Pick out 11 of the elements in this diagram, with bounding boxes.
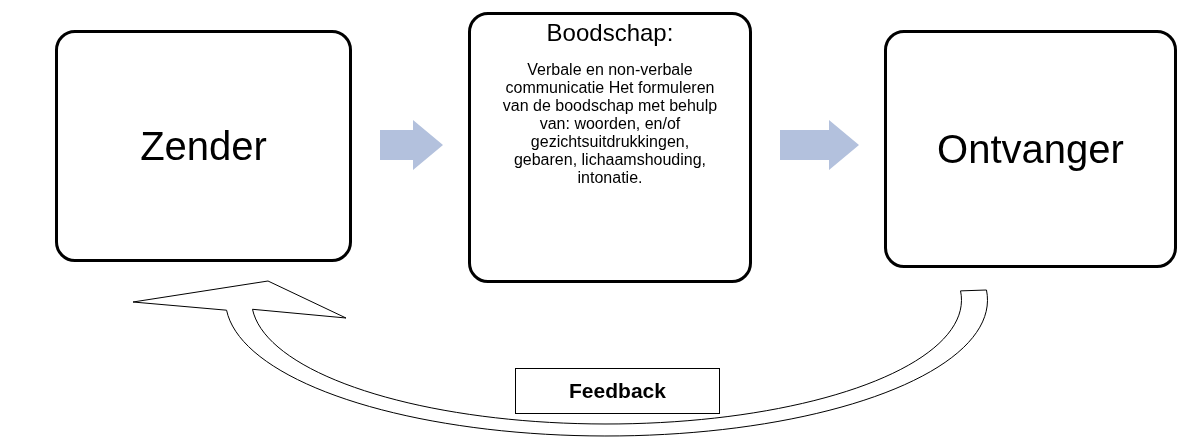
edge-label: Feedback xyxy=(515,368,720,414)
node-label: Zender xyxy=(140,124,267,168)
process-box xyxy=(55,30,352,262)
process-box xyxy=(468,12,752,283)
arrow xyxy=(380,120,443,170)
arrow xyxy=(132,280,988,437)
node-label: Ontvanger xyxy=(937,127,1124,171)
arrow xyxy=(780,120,859,170)
node-heading: Boodschap: xyxy=(546,19,674,47)
process-box xyxy=(884,30,1177,268)
node-description: Verbale en non-verbale communicatie Het formuleren van de boodschap met behulp van: woorden, en/of gezichtsuitdrukkingen, gebaren, lichaamshouding, intonatie. xyxy=(501,60,719,188)
